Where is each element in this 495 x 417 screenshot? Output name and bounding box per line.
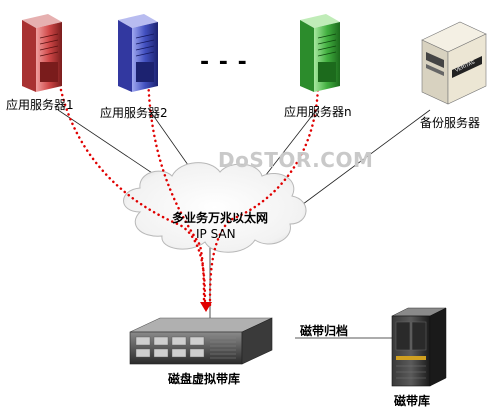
app-server-n-icon [300, 14, 340, 92]
network-label: 多业务万兆以太网 [172, 211, 269, 225]
backup-server-label: 备份服务器 [420, 116, 481, 130]
app-server-2-icon [118, 14, 158, 92]
tape-library-label: 磁带库 [394, 394, 431, 408]
app-server-1-icon [22, 14, 62, 92]
backup-server-icon [421, 21, 487, 105]
app-server-1-label: 应用服务器1 [6, 98, 74, 112]
app-server-n-label: 应用服务器n [284, 105, 352, 119]
disk-vtl-icon [129, 317, 273, 365]
app-server-2-label: 应用服务器2 [100, 106, 168, 120]
data-flows [56, 73, 320, 307]
flow-server2 [146, 73, 206, 307]
link-servern [261, 107, 319, 181]
network-sublabel: IP SAN [196, 227, 236, 241]
tape-library-icon [391, 307, 447, 387]
flow-arrowhead [200, 302, 212, 312]
vtl-label: 磁盘虚拟带库 [168, 372, 241, 386]
flow-server1 [56, 73, 207, 307]
archive-link-label: 磁带归档 [300, 324, 349, 338]
server-ellipsis: - - - [200, 50, 248, 75]
flow-servern [208, 73, 320, 307]
link-backup [294, 109, 431, 211]
watermark-text: DoSTOR.COM [218, 148, 374, 172]
